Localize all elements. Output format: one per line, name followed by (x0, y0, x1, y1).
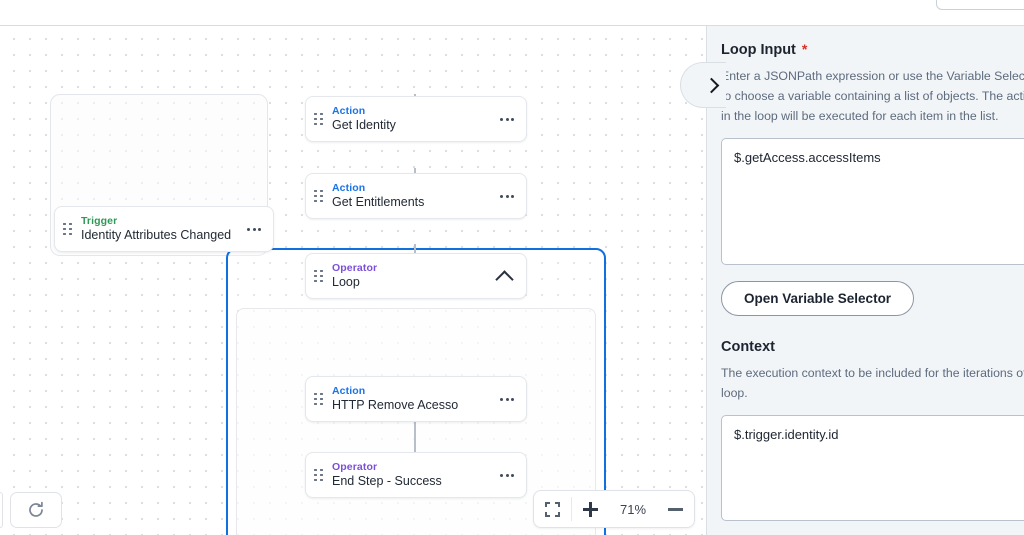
node-get-entitlements[interactable]: Action Get Entitlements (305, 173, 527, 219)
node-kind-label: Action (332, 385, 366, 398)
zoom-in-button[interactable] (572, 491, 609, 527)
node-title-label: HTTP Remove Acesso (332, 398, 459, 413)
node-title-label: Get Entitlements (332, 195, 425, 210)
drag-handle-icon[interactable] (314, 268, 324, 284)
drag-handle-icon[interactable] (314, 188, 324, 204)
fit-to-screen-button[interactable] (534, 491, 571, 527)
context-label-text: Context (721, 338, 775, 355)
toolbar-left-edge (0, 492, 3, 528)
divider (571, 497, 572, 521)
kebab-icon[interactable] (498, 468, 516, 483)
zoom-level-label: 71% (620, 501, 647, 517)
loop-input-label: Loop Input * (721, 42, 1024, 58)
zoom-control-bar[interactable]: 71% (533, 490, 696, 528)
refresh-button[interactable] (10, 492, 62, 528)
node-title-label: End Step - Success (332, 474, 442, 489)
node-trigger-identity-attributes-changed[interactable]: Trigger Identity Attributes Changed (54, 206, 274, 252)
context-label: Context (721, 339, 1024, 355)
connector-line (414, 422, 416, 452)
chevron-up-icon[interactable] (494, 265, 516, 287)
loop-input-textarea[interactable]: $.getAccess.accessItems (721, 137, 1024, 265)
top-bar (0, 0, 1024, 26)
panel-collapse-handle[interactable] (680, 62, 726, 108)
node-kind-label: Operator (332, 461, 378, 474)
node-http-remove-acesso[interactable]: Action HTTP Remove Acesso (305, 376, 527, 422)
drag-handle-icon[interactable] (314, 111, 324, 127)
node-text: Operator End Step - Success (332, 461, 498, 488)
chevron-right-icon (704, 78, 718, 92)
open-variable-selector-button[interactable]: Open Variable Selector (721, 280, 915, 316)
loop-input-description: Enter a JSONPath expression or use the V… (721, 69, 1024, 123)
context-description: The execution context to be included for… (721, 365, 1024, 400)
node-kind-label: Action (332, 182, 366, 195)
workflow-canvas[interactable]: Action Get Identity Action Get Entitleme… (0, 26, 706, 535)
drag-handle-icon[interactable] (63, 221, 73, 237)
node-text: Action Get Entitlements (332, 182, 498, 209)
node-text: Action HTTP Remove Acesso (332, 385, 498, 412)
kebab-icon[interactable] (498, 112, 516, 127)
node-loop[interactable]: Operator Loop (305, 253, 527, 299)
drag-handle-icon[interactable] (314, 467, 324, 483)
fit-screen-icon (545, 501, 560, 517)
node-kind-label: Action (332, 105, 366, 118)
node-title-label: Identity Attributes Changed (81, 228, 232, 243)
node-text: Operator Loop (332, 262, 494, 289)
node-text: Action Get Identity (332, 105, 498, 132)
plus-icon (583, 501, 598, 517)
refresh-icon (29, 501, 43, 517)
drag-handle-icon[interactable] (314, 391, 324, 407)
properties-panel: Loop Input * Enter a JSONPath expression… (706, 26, 1024, 535)
zoom-out-button[interactable] (657, 491, 694, 527)
node-get-identity[interactable]: Action Get Identity (305, 96, 527, 142)
node-title-label: Get Identity (332, 118, 396, 133)
minus-icon (668, 507, 684, 511)
node-end-step-success[interactable]: Operator End Step - Success (305, 452, 527, 498)
kebab-icon[interactable] (498, 392, 516, 407)
node-kind-label: Trigger (81, 215, 118, 228)
loop-input-label-text: Loop Input (721, 42, 796, 58)
kebab-icon[interactable] (498, 189, 516, 204)
spacer (721, 316, 1024, 339)
node-text: Trigger Identity Attributes Changed (81, 215, 245, 242)
kebab-icon[interactable] (245, 222, 263, 237)
top-bar-pill[interactable] (936, 0, 1024, 10)
node-kind-label: Operator (332, 262, 378, 275)
context-textarea[interactable]: $.trigger.identity.id (721, 414, 1024, 521)
required-indicator: * (801, 41, 808, 57)
node-title-label: Loop (332, 275, 360, 290)
